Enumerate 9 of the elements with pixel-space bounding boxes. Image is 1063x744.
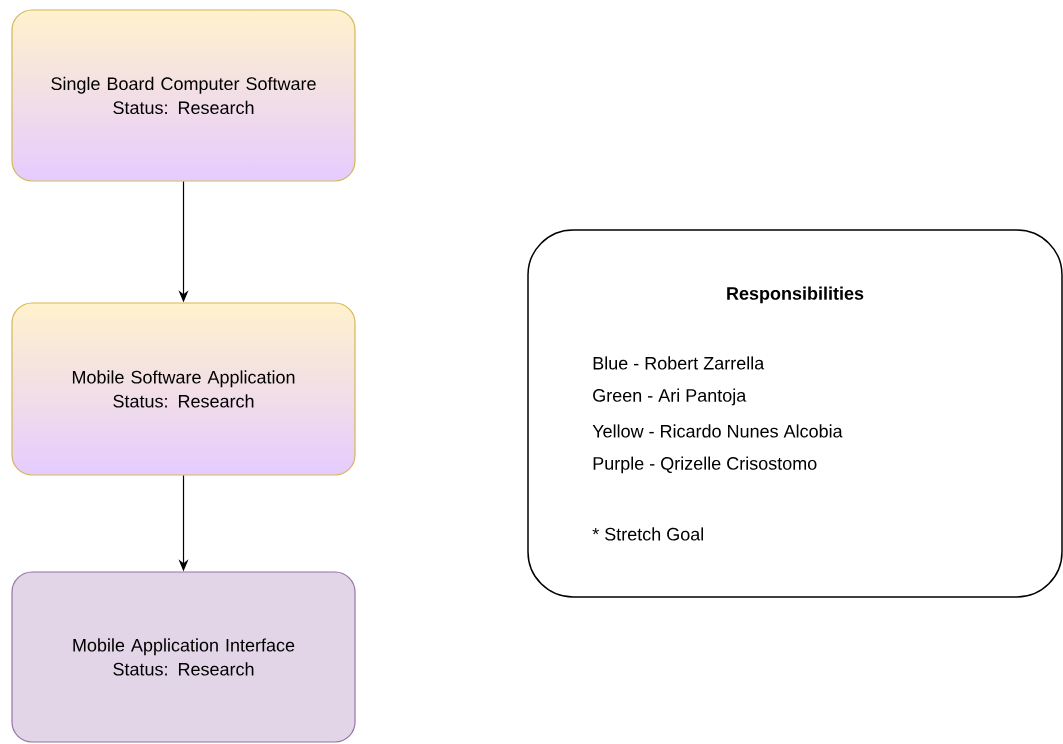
heading: Responsibilities: [727, 286, 864, 304]
process-box: Mobile Software Application Status: Research: [11, 302, 356, 476]
list-item: Yellow - Ricardo Nunes Alcobia: [592, 424, 843, 438]
process-box: Single Board Computer Software Status: Research: [11, 9, 356, 182]
list-item: Green - Ari Pantoja: [593, 388, 747, 406]
list-item: Blue - Robert Zarrella: [593, 356, 765, 370]
list-item: Purple - Qrizelle Crisostomo: [593, 456, 817, 474]
list-item: * Stretch Goal: [592, 527, 704, 541]
process-box: Mobile Application Interface Status: Research: [11, 571, 356, 743]
